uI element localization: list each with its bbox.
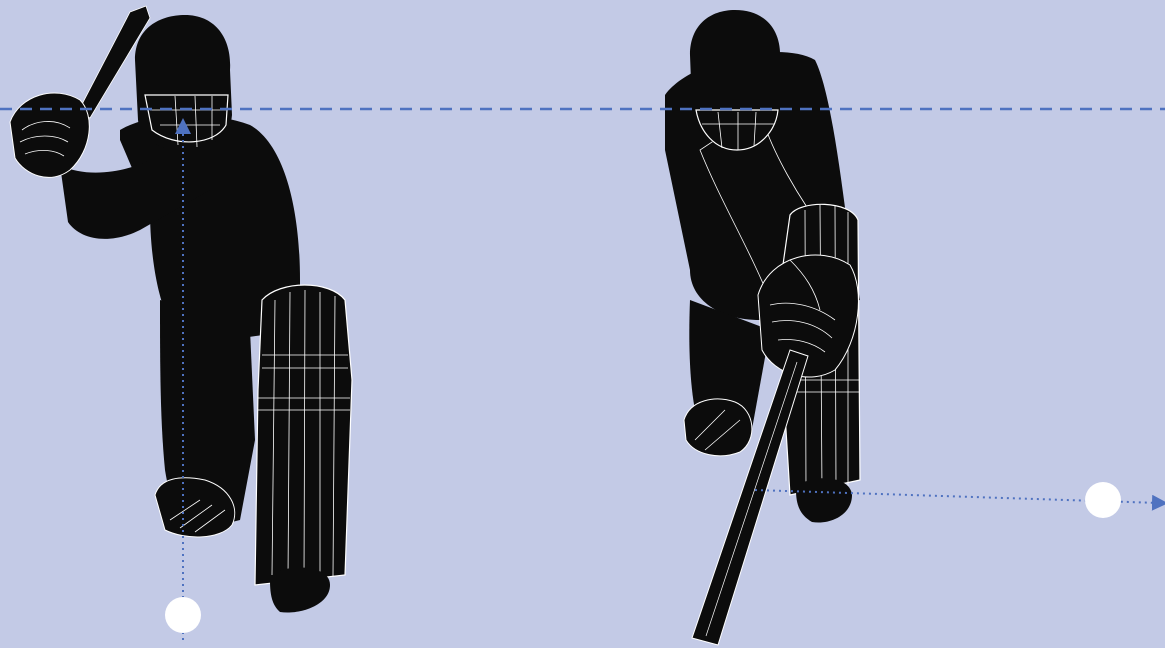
front-pad <box>255 285 352 585</box>
back-shoe-forward <box>684 399 752 456</box>
ball-left <box>165 597 201 633</box>
ball-right <box>1085 482 1121 518</box>
gloves-forward <box>758 255 858 377</box>
